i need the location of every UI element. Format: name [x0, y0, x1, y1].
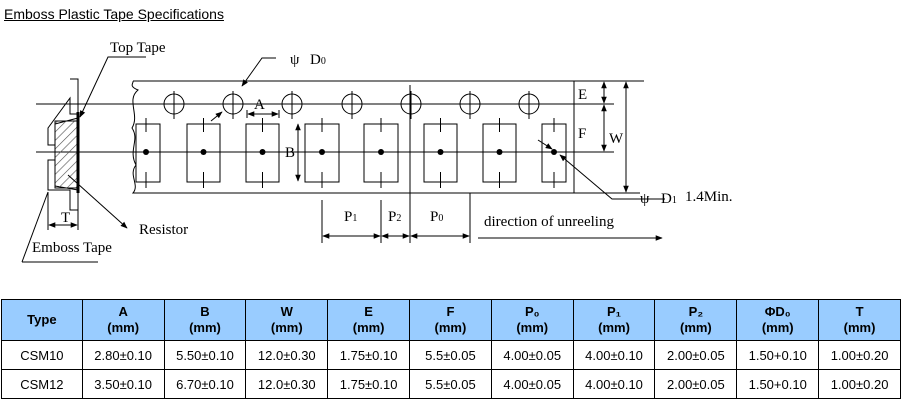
- d1-symbol: ψ: [640, 191, 650, 207]
- column-header-name: Type: [27, 312, 57, 327]
- d1-min-label: 1.4Min.: [685, 189, 733, 205]
- table-cell: 2.00±0.05: [654, 340, 738, 370]
- table-cell: 12.0±0.30: [245, 369, 329, 399]
- direction-label: direction of unreeling: [484, 214, 614, 230]
- column-header-name: E: [364, 304, 373, 319]
- top-tape-leader: [79, 56, 146, 118]
- b-label: B: [285, 145, 295, 161]
- table-cell: 5.5±0.05: [409, 369, 492, 399]
- table-cell: 1.75±0.10: [327, 340, 411, 370]
- t-label: T: [61, 210, 70, 226]
- d0-label: D0: [310, 52, 326, 68]
- table-cell: 5.5±0.05: [409, 340, 492, 370]
- column-header-p₂: P₂(mm): [654, 299, 738, 341]
- column-header-unit: (mm): [352, 320, 385, 335]
- p2-label: P2: [388, 209, 401, 225]
- page-title: Emboss Plastic Tape Specifications: [4, 6, 224, 22]
- w-label: W: [609, 131, 624, 147]
- column-header-name: A: [118, 304, 128, 319]
- column-header-unit: (mm): [107, 320, 140, 335]
- column-header-f: F(mm): [409, 299, 492, 341]
- e-label: E: [578, 87, 587, 103]
- table-cell: 1.50+0.10: [736, 369, 820, 399]
- tape-outline: [131, 80, 575, 194]
- top-tape-label: Top Tape: [110, 40, 166, 56]
- table-cell: CSM12: [1, 369, 83, 399]
- column-header-unit: (mm): [270, 320, 303, 335]
- column-header-type: Type: [1, 299, 83, 341]
- pockets: [135, 118, 567, 188]
- pocket-center-hole: [378, 149, 384, 155]
- column-header-name: ΦD₀: [764, 304, 791, 319]
- table-cell: 1.50+0.10: [736, 340, 820, 370]
- table-cell: 1.75±0.10: [327, 369, 411, 399]
- pocket-center-hole: [496, 149, 503, 155]
- table-cell: 2.00±0.05: [654, 369, 738, 399]
- resistor-section: [54, 120, 79, 189]
- column-header-unit: (mm): [843, 320, 876, 335]
- a-label: A: [254, 97, 265, 113]
- column-header-a: A(mm): [81, 299, 165, 341]
- pocket-center-hole: [200, 149, 207, 155]
- column-header-w: W(mm): [245, 299, 329, 341]
- resistor-leader: [67, 174, 128, 229]
- table-cell: 1.00±0.20: [818, 369, 901, 399]
- table-cell: 5.50±0.10: [163, 340, 247, 370]
- column-header-e: E(mm): [327, 299, 411, 341]
- column-header-name: P₁: [607, 304, 622, 319]
- column-header-name: W: [280, 304, 293, 319]
- pocket-center-hole: [551, 149, 557, 155]
- d0-leader: [241, 57, 276, 87]
- column-header-φd₀: ΦD₀(mm): [736, 299, 820, 341]
- column-header-name: B: [200, 304, 210, 319]
- column-header-unit: (mm): [679, 320, 712, 335]
- table-cell: CSM10: [1, 340, 83, 370]
- column-header-p₁: P₁(mm): [572, 299, 656, 341]
- column-header-unit: (mm): [434, 320, 467, 335]
- column-header-name: P₂: [688, 304, 704, 319]
- emboss-tape-label: Emboss Tape: [32, 240, 112, 256]
- table-cell: 4.00±0.05: [490, 340, 574, 370]
- table-cell: 1.00±0.20: [818, 340, 901, 370]
- column-header-unit: (mm): [516, 320, 549, 335]
- emboss-tape-leader: [21, 191, 49, 263]
- table-cell: 6.70±0.10: [163, 369, 247, 399]
- table-cell: 2.80±0.10: [81, 340, 165, 370]
- d1-leader: [559, 154, 665, 200]
- pocket-center-hole: [319, 149, 325, 155]
- column-header-unit: (mm): [189, 320, 221, 335]
- table-cell: 12.0±0.30: [245, 340, 329, 370]
- table-cell: 4.00±0.10: [572, 340, 656, 370]
- d0-symbol: ψ: [290, 52, 300, 68]
- d1-label: D1: [661, 191, 677, 207]
- column-header-unit: (mm): [761, 320, 794, 335]
- side-view: [21, 56, 146, 263]
- column-header-b: B(mm): [163, 299, 247, 341]
- table-cell: 4.00±0.10: [572, 369, 656, 399]
- column-header-name: P₀: [524, 304, 540, 319]
- column-header-name: F: [446, 304, 455, 319]
- table-cell: 4.00±0.05: [490, 369, 574, 399]
- resistor-label: Resistor: [139, 222, 188, 238]
- table-cell: 3.50±0.10: [81, 369, 165, 399]
- p1-label: P1: [344, 209, 357, 225]
- pocket: [135, 123, 161, 183]
- pocket-center-hole: [143, 149, 149, 155]
- sprocket-holes: [163, 91, 540, 119]
- pocket-center-hole: [259, 149, 266, 155]
- f-label: F: [578, 126, 586, 142]
- pocket-center-hole: [437, 149, 444, 155]
- tape-diagram: Top Tape T Resistor Emboss Tape: [21, 40, 733, 263]
- p0-label: P0: [430, 209, 443, 225]
- column-header-t: T(mm): [818, 299, 901, 341]
- column-header-p₀: P₀(mm): [490, 299, 574, 341]
- column-header-name: T: [855, 304, 864, 319]
- column-header-unit: (mm): [598, 320, 630, 335]
